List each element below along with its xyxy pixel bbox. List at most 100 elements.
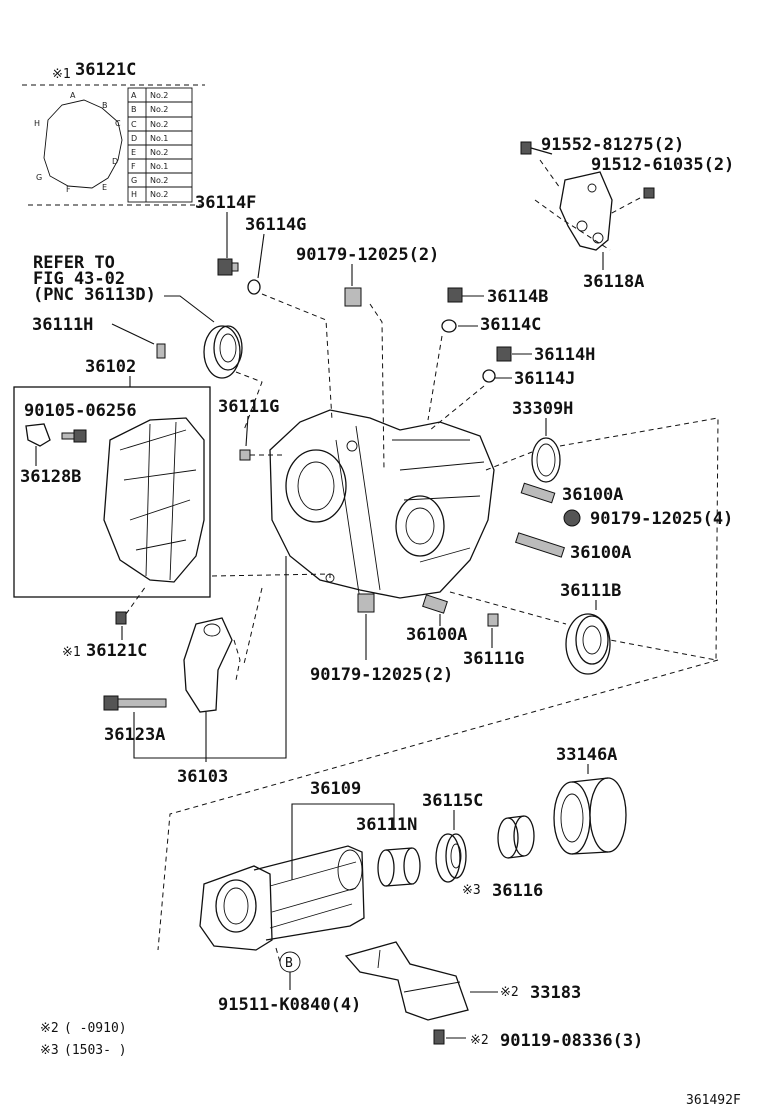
bolt-91512[interactable] xyxy=(643,187,655,199)
point-C: C xyxy=(115,119,121,128)
label-36114J[interactable]: 36114J xyxy=(514,369,575,389)
ring-36116[interactable] xyxy=(497,815,535,859)
seal-36111B[interactable] xyxy=(565,613,611,675)
label-36111N[interactable]: 36111N xyxy=(356,815,417,835)
refer-line-2[interactable]: FIG 43-02 xyxy=(33,269,125,289)
table-key: F xyxy=(131,162,136,171)
refer-line-3[interactable]: (PNC 36113D) xyxy=(33,285,156,305)
label-36115C[interactable]: 36115C xyxy=(422,791,483,811)
label-33183[interactable]: 33183 xyxy=(530,983,581,1003)
box-36102 xyxy=(13,386,211,598)
seal-36113D[interactable] xyxy=(203,325,243,379)
bolt-91552[interactable] xyxy=(520,141,553,155)
gasket-36114G[interactable] xyxy=(247,279,261,295)
bolt-90105[interactable] xyxy=(61,429,87,443)
label-36114G[interactable]: 36114G xyxy=(245,215,306,235)
bracket-33183[interactable] xyxy=(344,941,469,1021)
point-G: G xyxy=(36,173,42,182)
label-36100A-c[interactable]: 36100A xyxy=(406,625,467,645)
dash-guide xyxy=(449,591,567,625)
breather-36111H[interactable] xyxy=(156,343,166,359)
label-36111G-a[interactable]: 36111G xyxy=(218,397,279,417)
leader xyxy=(133,556,287,759)
table-key: H xyxy=(131,190,137,199)
label-36114B[interactable]: 36114B xyxy=(487,287,548,307)
bracket-36128B[interactable] xyxy=(25,423,51,447)
leader xyxy=(111,323,155,345)
table-key: G xyxy=(131,176,137,185)
refer-line-1[interactable]: REFER TO xyxy=(33,253,115,273)
table-key: E xyxy=(131,148,136,157)
label-90179-top[interactable]: 90179-12025(2) xyxy=(296,245,439,265)
label-36118A[interactable]: 36118A xyxy=(583,272,644,292)
leader xyxy=(245,415,249,447)
plug-36114H[interactable] xyxy=(496,346,512,362)
label-33146A[interactable]: 33146A xyxy=(556,745,617,765)
sleeve-33146A[interactable] xyxy=(553,777,627,855)
mark-2-90119: ※2 xyxy=(470,1033,489,1048)
label-36121C-top[interactable]: 36121C xyxy=(75,60,136,80)
table-key: D xyxy=(131,134,137,143)
plug-36114F[interactable] xyxy=(217,258,239,276)
dash-guide xyxy=(157,659,719,951)
bolt-36121C[interactable] xyxy=(115,611,127,625)
dash-guide xyxy=(427,335,485,431)
label-33309H[interactable]: 33309H xyxy=(512,399,573,419)
label-36100A-a[interactable]: 36100A xyxy=(562,485,623,505)
label-36114F[interactable]: 36114F xyxy=(195,193,256,213)
seal-33309H[interactable] xyxy=(531,437,561,483)
label-36116[interactable]: 36116 xyxy=(492,881,543,901)
table-key: A xyxy=(131,91,137,100)
bracket-36103[interactable] xyxy=(183,617,233,713)
label-36111B[interactable]: 36111B xyxy=(560,581,621,601)
label-91552[interactable]: 91552-81275(2) xyxy=(541,135,684,155)
transfer-case-main[interactable] xyxy=(269,409,495,601)
note-3-mark: ※3 xyxy=(40,1043,59,1058)
label-36121C-low[interactable]: 36121C xyxy=(86,641,147,661)
label-91511[interactable]: 91511-K0840(4) xyxy=(218,995,361,1015)
label-36100A-b[interactable]: 36100A xyxy=(570,543,631,563)
label-91512[interactable]: 91512-61035(2) xyxy=(591,155,734,175)
label-36103[interactable]: 36103 xyxy=(177,767,228,787)
label-36111H[interactable]: 36111H xyxy=(32,315,93,335)
inset-table: A No.2 B No.2 C No.2 D No.1 E No.2 F No.… xyxy=(127,87,193,203)
label-36102[interactable]: 36102 xyxy=(85,357,136,377)
bolt-36123A[interactable] xyxy=(103,695,167,711)
note-2: ( -0910) xyxy=(64,1021,127,1036)
stud-36100A-c[interactable] xyxy=(422,594,448,614)
table-val: No.2 xyxy=(150,190,168,199)
mark-3: ※3 xyxy=(462,883,481,898)
label-36114C[interactable]: 36114C xyxy=(480,315,541,335)
part-36118A-bracket[interactable] xyxy=(559,171,613,251)
dash-guide xyxy=(261,293,333,421)
label-90179-4[interactable]: 90179-12025(4) xyxy=(590,509,733,529)
label-36123A[interactable]: 36123A xyxy=(104,725,165,745)
bushing-36111N[interactable] xyxy=(377,847,421,887)
pin-36111G-a[interactable] xyxy=(239,449,251,461)
gasket-36114C[interactable] xyxy=(441,319,457,333)
label-36111G-b[interactable]: 36111G xyxy=(463,649,524,669)
label-90119[interactable]: 90119-08336(3) xyxy=(500,1031,643,1051)
plug-36114B[interactable] xyxy=(447,287,463,303)
seal-36115C[interactable] xyxy=(435,833,467,883)
nut-90179-top[interactable] xyxy=(344,287,362,307)
point-H: H xyxy=(34,119,40,128)
mark-1-top: ※1 xyxy=(52,67,71,82)
leader xyxy=(257,233,265,279)
pin-36111G-b[interactable] xyxy=(487,613,499,627)
label-36114H[interactable]: 36114H xyxy=(534,345,595,365)
stud-36100A-b[interactable] xyxy=(514,532,566,558)
nut-90179-4[interactable] xyxy=(563,509,581,527)
gasket-36114J[interactable] xyxy=(482,369,496,383)
stud-36100A-a[interactable] xyxy=(520,482,556,504)
cover-36102[interactable] xyxy=(103,417,205,583)
label-36109[interactable]: 36109 xyxy=(310,779,361,799)
table-val: No.2 xyxy=(150,105,168,114)
nut-90179-bot[interactable] xyxy=(357,593,375,613)
bolt-90119[interactable] xyxy=(433,1029,445,1045)
label-90105[interactable]: 90105-06256 xyxy=(24,401,137,421)
extension-housing-36109[interactable] xyxy=(199,845,365,951)
label-90179-bot[interactable]: 90179-12025(2) xyxy=(310,665,453,685)
label-36128B[interactable]: 36128B xyxy=(20,467,81,487)
